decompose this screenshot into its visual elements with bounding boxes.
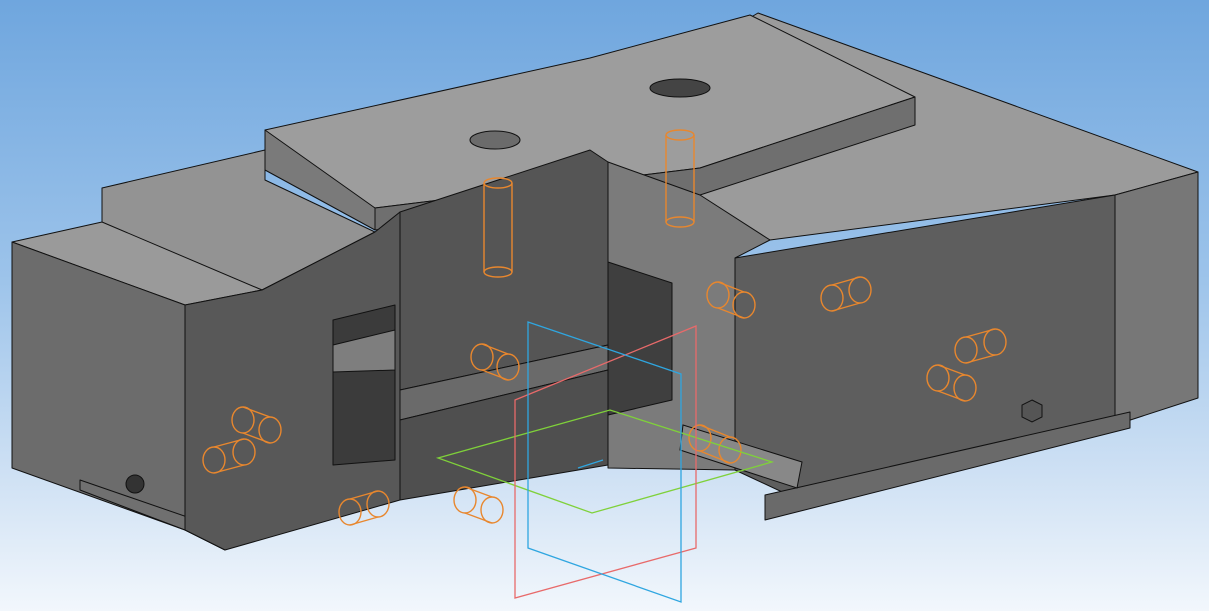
plane-xy [435,409,775,514]
vertical-hole-wireframe-right [665,129,695,228]
horizontal-hole-9 [453,486,504,524]
hex-nut-hole[interactable] [1021,399,1043,423]
plane-yz [527,321,682,603]
horizontal-hole-1 [706,281,756,319]
horizontal-hole-7 [202,438,256,474]
origin-axis [577,459,604,469]
horizontal-hole-8 [338,490,390,526]
left-pocket-window[interactable] [332,304,396,466]
horizontal-hole-5 [470,343,520,381]
origin-planes [435,321,775,603]
top-hole[interactable] [649,78,711,98]
horizontal-hole-2 [820,276,872,312]
right-end-face[interactable] [1114,171,1199,426]
right-pocket-opening[interactable] [607,261,673,416]
plane-xz [514,325,697,599]
model-body[interactable] [11,12,1199,551]
horizontal-hole-6 [231,406,282,444]
left-pocket-ledge[interactable] [332,329,396,373]
counterbore-hole[interactable] [469,130,521,150]
left-side-hole[interactable] [125,474,145,494]
right-bottom-flange[interactable] [764,411,1131,521]
right-block-front-face[interactable] [734,194,1116,499]
horizontal-hole-10 [688,424,742,464]
vertical-hole-wireframe-left [483,177,513,278]
horizontal-hole-3 [954,328,1007,364]
horizontal-hole-4 [926,364,977,402]
hole-wireframes [202,129,1007,526]
